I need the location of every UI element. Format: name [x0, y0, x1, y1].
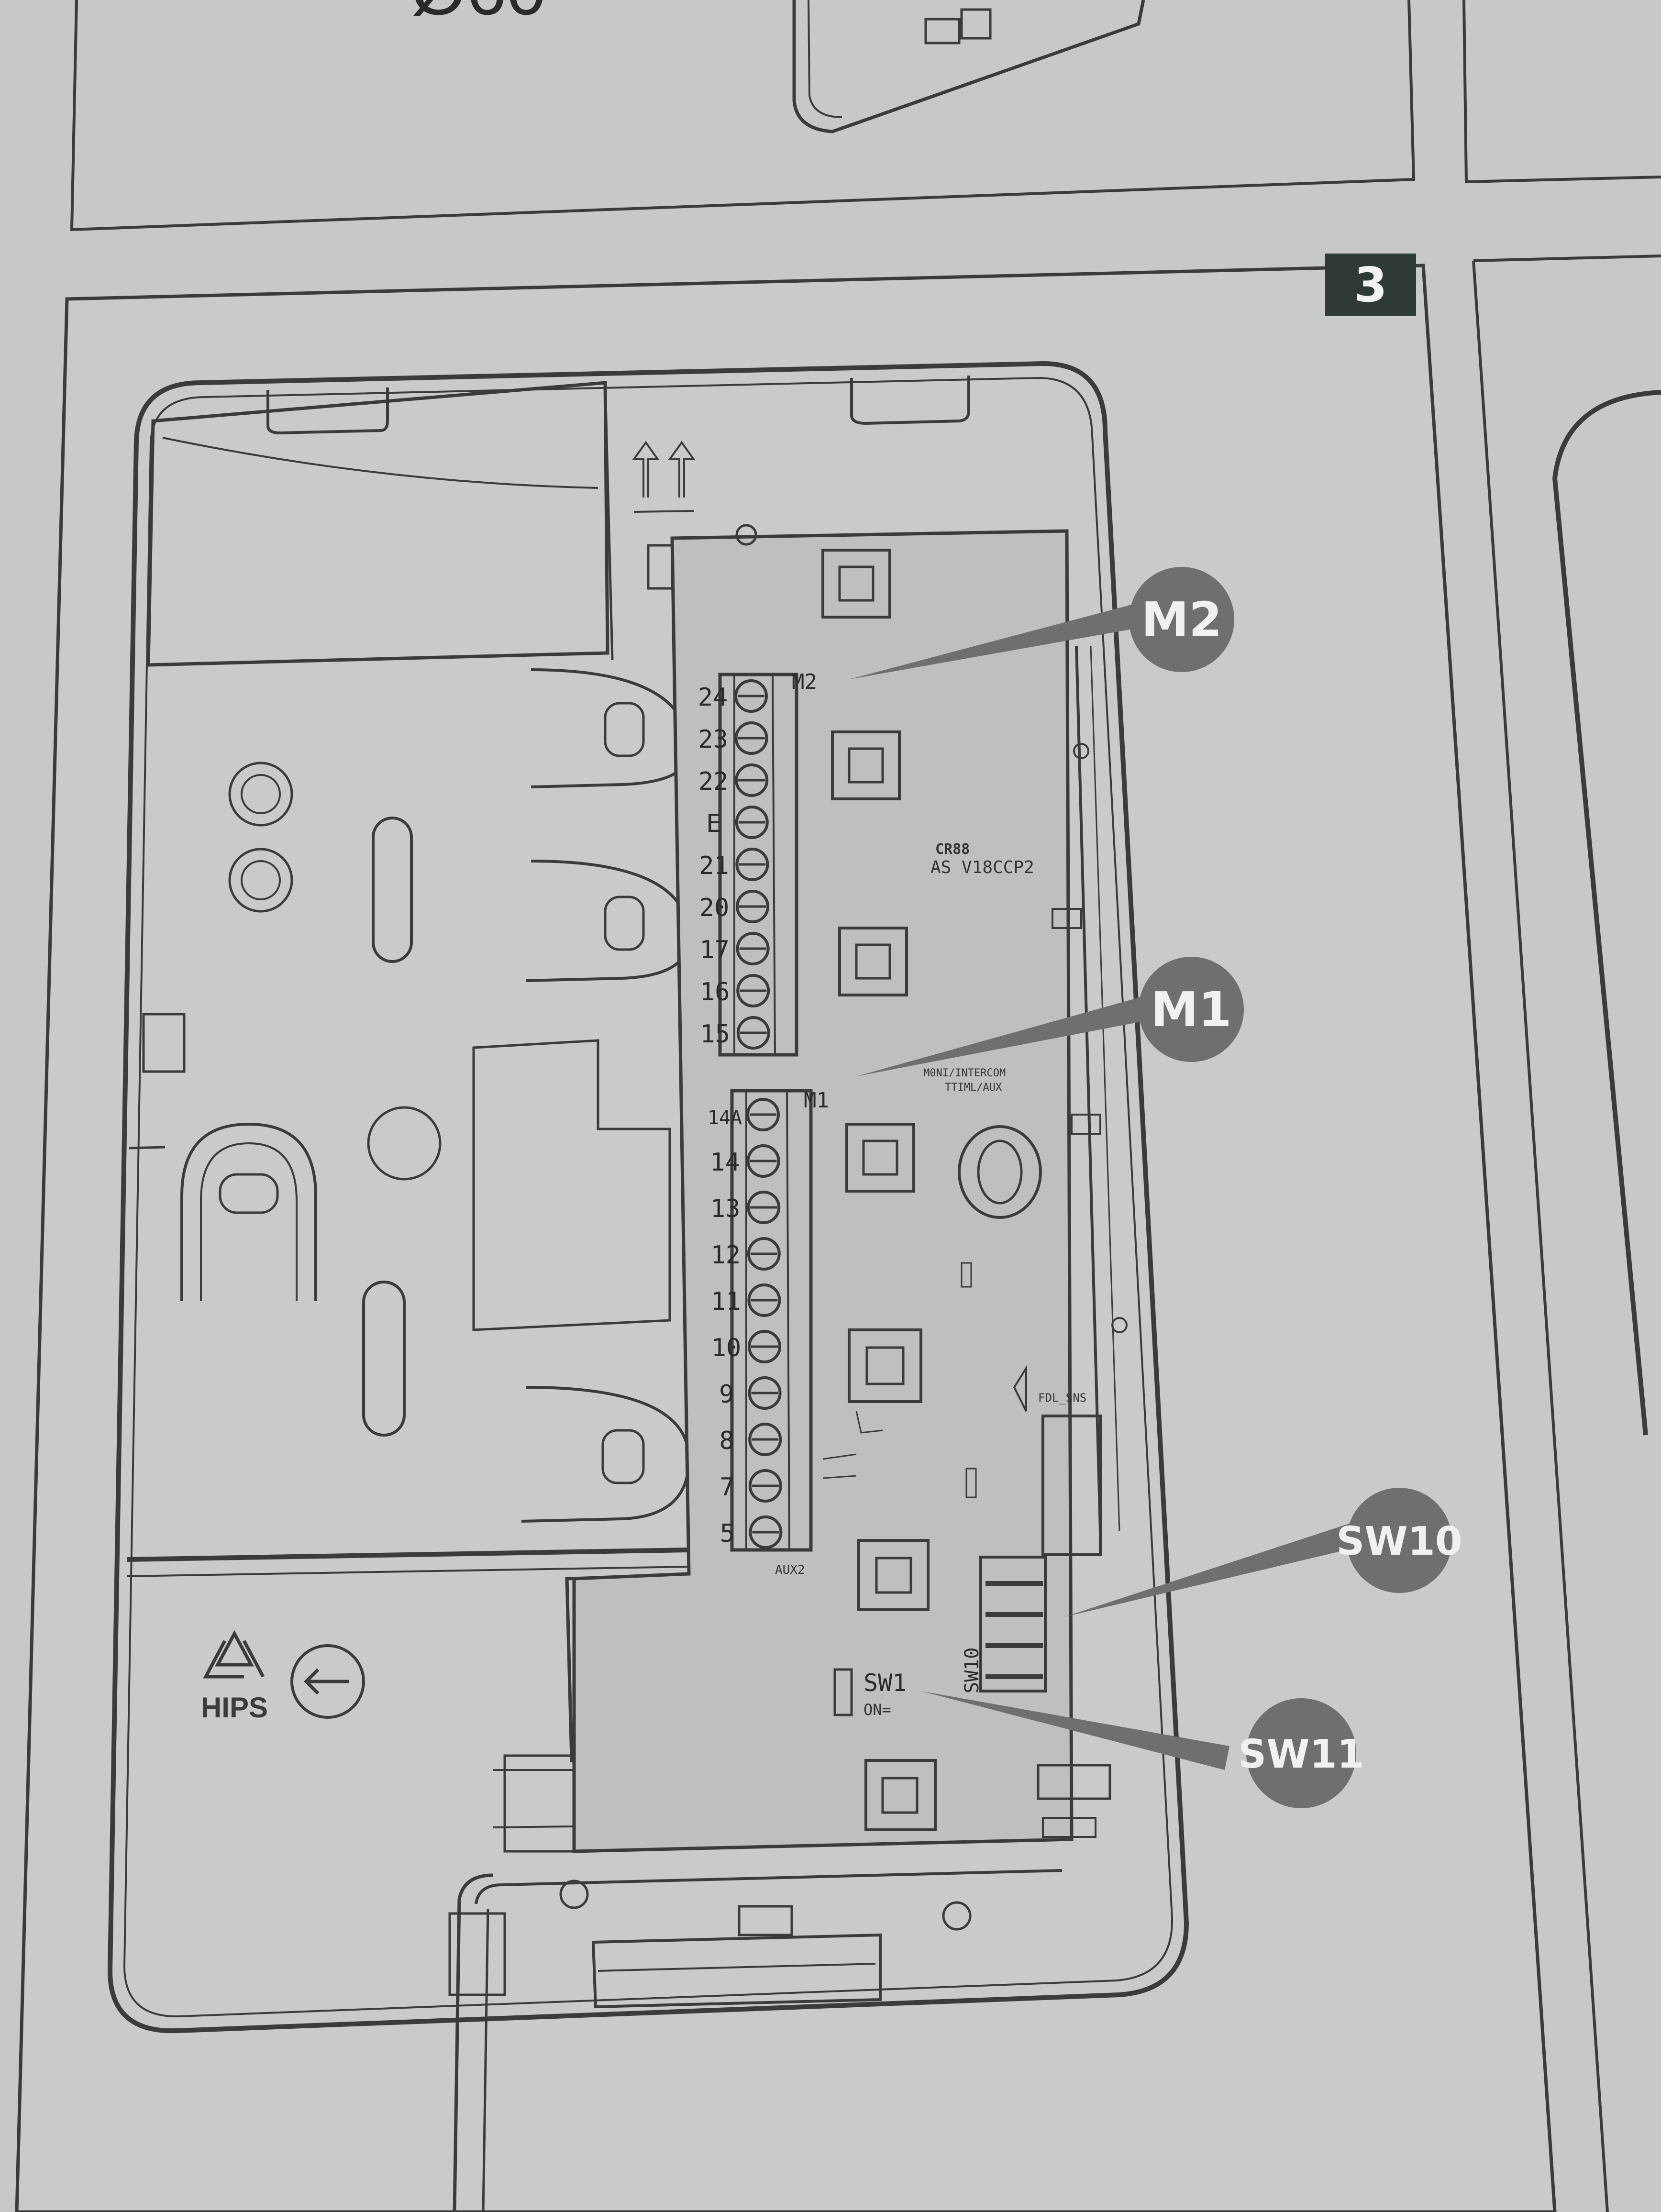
aux2-label: AUX2 — [775, 1563, 805, 1577]
pcb-board — [572, 524, 1128, 1853]
m2-terminals: 24 23 22E 21 20 17 16 15 — [698, 679, 770, 1050]
m1-screw-5 — [747, 1283, 781, 1317]
m1-screw-1 — [746, 1098, 780, 1131]
m2-screw-1 — [734, 679, 768, 713]
m1-terminal-number: 11 — [711, 1287, 741, 1316]
m2-screw-4 — [735, 806, 769, 839]
m2-terminal-number: 16 — [700, 978, 730, 1006]
m1-screw-3 — [747, 1191, 781, 1224]
m1-terminals: 14A 14 13 12 11 10 9 8 7 5 — [708, 1098, 783, 1549]
callout-m2: M2 — [849, 567, 1234, 679]
m2-screw-2 — [734, 721, 768, 755]
terminal-block-m1 — [730, 1089, 813, 1552]
m1-terminal-number: 13 — [710, 1194, 741, 1223]
material-code: HIPS — [201, 1692, 268, 1724]
sw10-board-label: SW10 — [961, 1648, 983, 1693]
callout-m1-label: M1 — [1151, 982, 1231, 1038]
m2-terminal-number: 24 — [698, 683, 728, 712]
callout-m2-label: M2 — [1141, 592, 1222, 648]
m2-terminal-number: 17 — [699, 936, 730, 964]
m2-screw-7 — [736, 932, 770, 965]
top-dimension-label: Ø60 — [410, 0, 546, 30]
recycle-icon — [203, 1630, 265, 1679]
m1-terminal-number: 9 — [719, 1380, 734, 1409]
m1-terminal-number: 5 — [720, 1519, 735, 1548]
m2-terminal-number: 20 — [699, 894, 730, 922]
m1-terminal-number: 10 — [711, 1334, 742, 1362]
callout-sw11-label: SW11 — [1238, 1732, 1364, 1777]
m1-screw-8 — [748, 1423, 782, 1456]
board-model-line2: AS V18CCP2 — [930, 858, 1034, 877]
left-arrow-icon — [304, 1668, 349, 1695]
terminal-block-m2 — [718, 673, 798, 1057]
m1-block-label: M1 — [804, 1088, 829, 1113]
callout-sw11: SW11 — [921, 1691, 1364, 1808]
m2-screw-9 — [736, 1016, 770, 1050]
previous-step-panel — [70, 0, 1661, 232]
m1-terminal-number: 8 — [720, 1427, 734, 1455]
m2-block-label: M2 — [792, 670, 817, 694]
m2-screw-6 — [736, 890, 769, 923]
m1-terminal-number: 7 — [720, 1473, 734, 1502]
m1-terminal-number: 14A — [708, 1107, 742, 1129]
monitor-label: M0NI/INTERCOM — [923, 1067, 1006, 1079]
step-badge: 3 — [1325, 254, 1416, 316]
recycling-mark: HIPS — [201, 1630, 365, 1724]
m2-screw-8 — [736, 974, 770, 1007]
board-model-line1: CR88 — [935, 841, 970, 858]
m2-terminal-number: 23 — [698, 725, 728, 754]
monitor-label-2: TTIML/AUX — [945, 1082, 1002, 1094]
m2-terminal-number: 22 — [698, 767, 729, 796]
m1-terminal-number: 12 — [710, 1241, 741, 1270]
step-number: 3 — [1354, 257, 1387, 313]
sw1-board-label: SW1 — [864, 1669, 907, 1697]
callout-sw10: SW10 — [1064, 1488, 1462, 1617]
m2-screw-3 — [735, 763, 769, 797]
m2-terminal-number: 15 — [700, 1020, 730, 1049]
arrow-circle-icon — [290, 1644, 365, 1719]
m1-screw-9 — [748, 1469, 782, 1503]
m1-screw-4 — [747, 1237, 781, 1271]
m1-terminal-number: 14 — [710, 1148, 740, 1177]
m1-screw-2 — [746, 1144, 780, 1178]
m1-screw-10 — [749, 1515, 783, 1549]
m2-terminal-number: E — [706, 809, 721, 838]
m1-screw-7 — [748, 1376, 782, 1410]
callout-sw10-label: SW10 — [1336, 1519, 1462, 1564]
m1-screw-6 — [748, 1330, 781, 1363]
callout-m1: M1 — [856, 957, 1244, 1076]
m2-terminal-number: 21 — [699, 852, 729, 880]
m2-screw-5 — [735, 848, 769, 881]
fdl-label: FDL_SNS — [1038, 1391, 1086, 1405]
sw1-on-label: ON= — [864, 1701, 891, 1719]
